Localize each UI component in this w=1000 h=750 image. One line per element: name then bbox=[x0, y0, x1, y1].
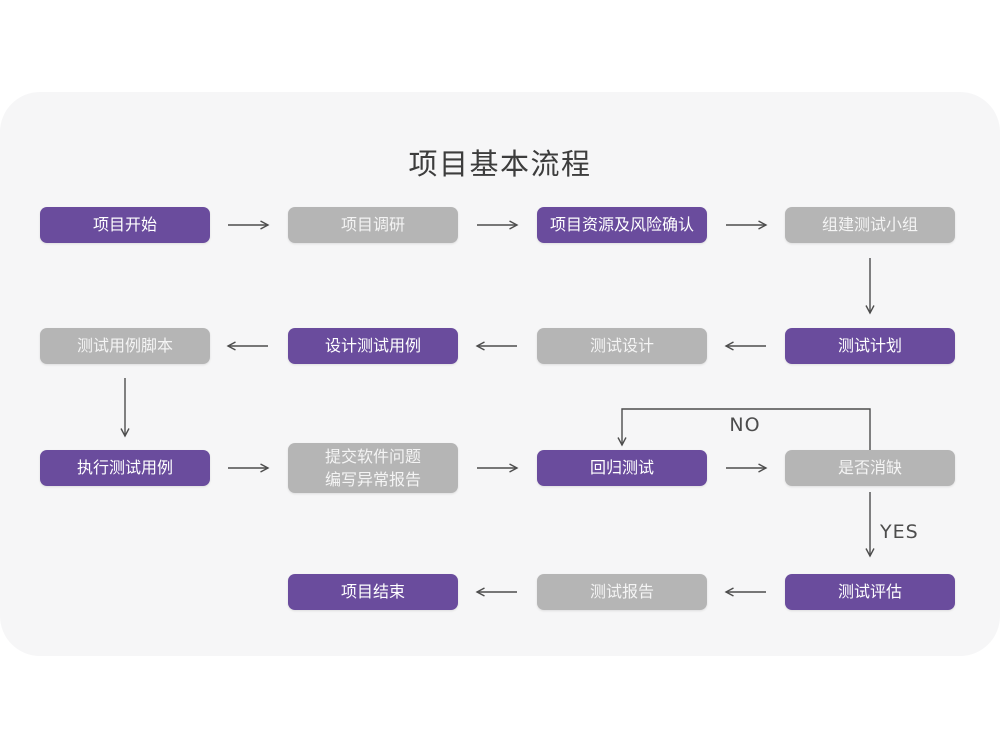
flow-node-test-plan: 测试计划 bbox=[785, 328, 955, 364]
flow-node-project-research: 项目调研 bbox=[288, 207, 458, 243]
flow-node-submit-issue-report: 提交软件问题 编写异常报告 bbox=[288, 443, 458, 493]
flow-node-test-case-script: 测试用例脚本 bbox=[40, 328, 210, 364]
flow-node-build-test-team: 组建测试小组 bbox=[785, 207, 955, 243]
flow-node-design-test-cases: 设计测试用例 bbox=[288, 328, 458, 364]
flowchart-card bbox=[0, 92, 1000, 656]
flow-node-test-evaluate: 测试评估 bbox=[785, 574, 955, 610]
page-title: 项目基本流程 bbox=[408, 147, 592, 181]
flow-node-execute-test-cases: 执行测试用例 bbox=[40, 450, 210, 486]
flow-node-test-report: 测试报告 bbox=[537, 574, 707, 610]
flow-node-defect-cleared: 是否消缺 bbox=[785, 450, 955, 486]
edge-label-no: NO bbox=[729, 414, 761, 436]
flow-node-test-design: 测试设计 bbox=[537, 328, 707, 364]
flow-node-resource-risk-confirm: 项目资源及风险确认 bbox=[537, 207, 707, 243]
flow-node-project-start: 项目开始 bbox=[40, 207, 210, 243]
flow-node-regression-test: 回归测试 bbox=[537, 450, 707, 486]
flow-node-project-end: 项目结束 bbox=[288, 574, 458, 610]
edge-label-yes: YES bbox=[880, 521, 919, 543]
